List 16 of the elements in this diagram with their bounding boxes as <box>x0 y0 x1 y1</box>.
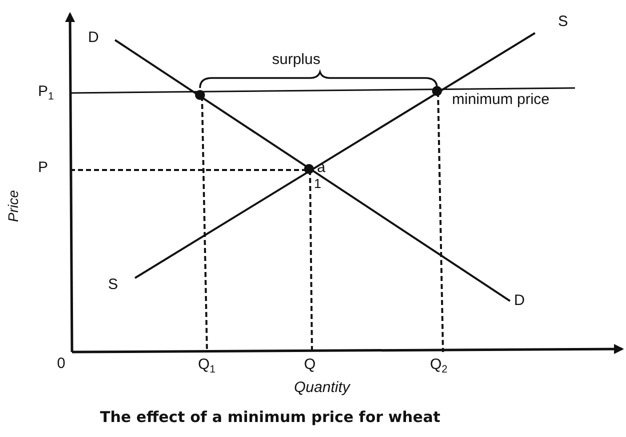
caption: The effect of a minimum price for wheat <box>100 408 440 426</box>
bracket-label: surplus <box>272 52 320 68</box>
axis-tick-label: Q <box>304 357 316 374</box>
line-label: minimum price <box>452 92 550 108</box>
point-label: 1 <box>314 177 322 192</box>
axis-tick-label: P <box>38 160 48 176</box>
axis-tick-label: Q$_{1}$ <box>198 357 216 376</box>
axis-tick-label: Q$_{2}$ <box>430 357 448 376</box>
axis-tick-label: P$_{1}$ <box>38 84 54 104</box>
curve-label: S <box>108 277 118 294</box>
axis-title: Quantity <box>294 380 350 396</box>
curve-label: D <box>88 30 99 46</box>
curve-label: S <box>558 14 568 30</box>
axis-title: Price <box>6 190 22 222</box>
axis-tick-label: 0 <box>57 356 66 372</box>
curve-label: D <box>514 293 525 310</box>
